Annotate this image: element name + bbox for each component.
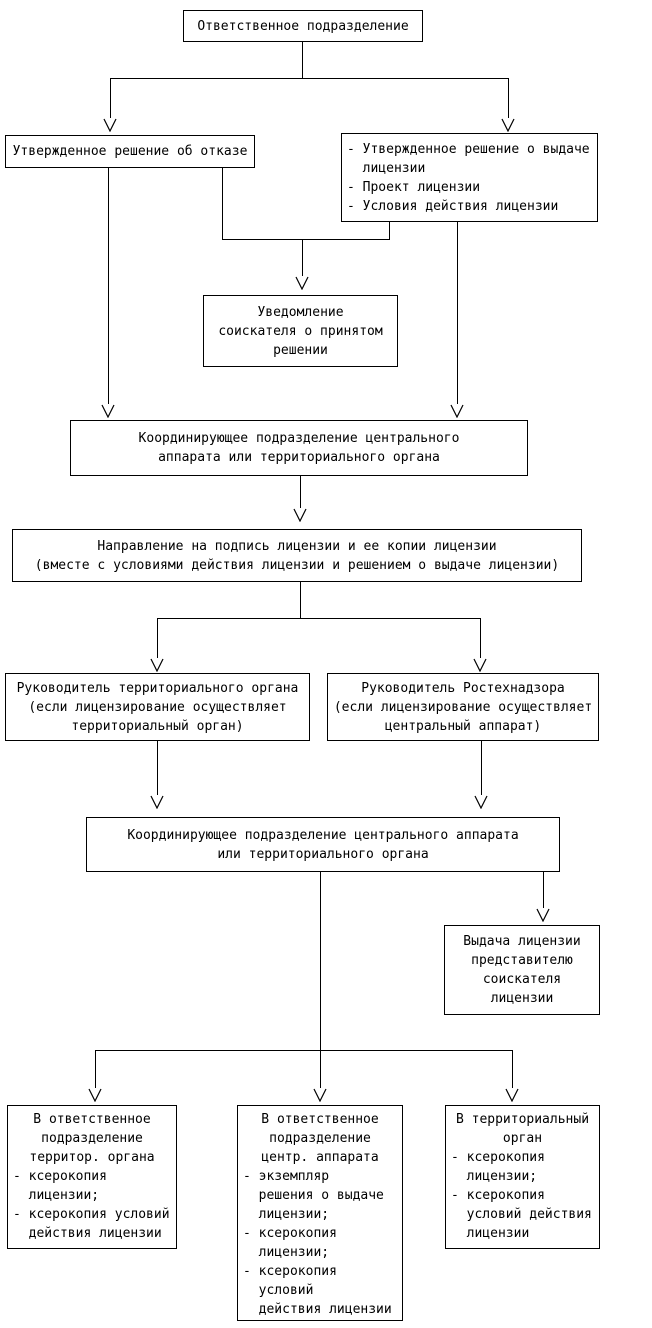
connector-line	[389, 222, 390, 239]
connector-line	[110, 78, 509, 79]
node-to-central-division-header: В ответственное подразделение центр. апп…	[261, 1112, 379, 1165]
node-refusal-decision: Утвержденное решение об отказе	[5, 135, 255, 168]
node-license-issuance: Выдача лицензии представителю соискателя…	[444, 925, 600, 1015]
connector-line	[480, 618, 481, 658]
node-to-central-division: В ответственное подразделение центр. апп…	[237, 1105, 403, 1321]
connector-line	[300, 476, 301, 508]
arrow-down-icon	[501, 118, 515, 132]
node-issue-decision-docs: - Утвержденное решение о выдаче лицензии…	[341, 133, 598, 222]
connector-line	[157, 618, 158, 658]
connector-line	[508, 78, 509, 118]
connector-line	[157, 618, 481, 619]
arrow-down-icon	[150, 658, 164, 672]
arrow-down-icon	[150, 795, 164, 809]
connector-line	[457, 222, 458, 404]
node-coordinating-division-2: Координирующее подразделение центральног…	[86, 817, 560, 872]
node-to-central-division-list: - экземпляр решения о выдаче лицензии; -…	[243, 1169, 392, 1317]
node-coordinating-division-1: Координирующее подразделение центральног…	[70, 420, 528, 476]
arrow-down-icon	[313, 1088, 327, 1102]
arrow-down-icon	[88, 1088, 102, 1102]
arrow-down-icon	[450, 404, 464, 418]
node-rostechnadzor-head: Руководитель Ростехнадзора (если лицензи…	[327, 673, 599, 741]
node-territorial-head: Руководитель территориального органа (ес…	[5, 673, 310, 741]
connector-line	[320, 872, 321, 1050]
connector-line	[222, 168, 223, 239]
connector-line	[320, 1050, 321, 1088]
node-to-territorial-division: В ответственное подразделение территор. …	[7, 1105, 177, 1249]
arrow-down-icon	[474, 795, 488, 809]
node-to-territorial-body-list: - ксерокопия лицензии; - ксерокопия усло…	[451, 1150, 592, 1241]
connector-line	[302, 239, 303, 276]
connector-line	[108, 168, 109, 404]
node-issue-decision-docs-list: - Утвержденное решение о выдаче лицензии…	[347, 142, 590, 214]
connector-line	[302, 42, 303, 78]
connector-line	[481, 741, 482, 795]
arrow-down-icon	[293, 508, 307, 522]
arrow-down-icon	[295, 276, 309, 290]
connector-line	[300, 582, 301, 618]
connector-line	[157, 741, 158, 795]
connector-line	[110, 78, 111, 118]
arrow-down-icon	[536, 908, 550, 922]
arrow-down-icon	[505, 1088, 519, 1102]
node-responsible-division: Ответственное подразделение	[183, 10, 423, 42]
connector-line	[222, 239, 390, 240]
arrow-down-icon	[101, 404, 115, 418]
arrow-down-icon	[103, 118, 117, 132]
node-license-signing-direction: Направление на подпись лицензии и ее коп…	[12, 529, 582, 582]
arrow-down-icon	[473, 658, 487, 672]
node-to-territorial-body: В территориальный орган - ксерокопия лиц…	[445, 1105, 600, 1249]
connector-line	[95, 1050, 96, 1088]
node-to-territorial-body-header: В территориальный орган	[455, 1112, 590, 1146]
connector-line	[95, 1050, 513, 1051]
node-applicant-notification: Уведомление соискателя о принятом решени…	[203, 295, 398, 367]
node-to-territorial-division-header: В ответственное подразделение территор. …	[29, 1112, 155, 1165]
node-to-territorial-division-list: - ксерокопия лицензии; - ксерокопия усло…	[13, 1169, 170, 1241]
connector-line	[512, 1050, 513, 1088]
connector-line	[543, 872, 544, 908]
